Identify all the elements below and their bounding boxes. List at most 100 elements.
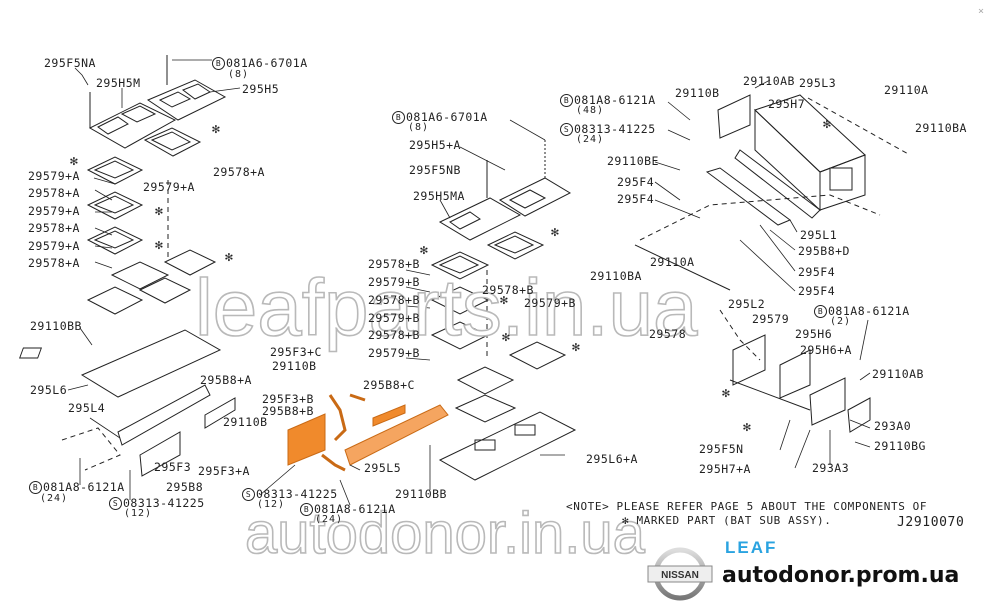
- part-label: 295F3+C: [270, 345, 322, 359]
- note-line-1: <NOTE> PLEASE REFER PAGE 5 ABOUT THE COM…: [566, 500, 928, 513]
- part-label: 29578+A: [28, 256, 80, 270]
- model-name: LEAF: [725, 538, 778, 557]
- screw-symbol-icon: S: [560, 123, 573, 136]
- part-label: 295L3: [799, 76, 837, 90]
- part-label: 295L1: [800, 228, 838, 242]
- bolt-symbol-icon: B: [392, 111, 405, 124]
- part-label: 295L2: [728, 297, 766, 311]
- orange-harness-parts: [287, 393, 449, 472]
- part-label: 295H5: [242, 82, 280, 96]
- module-stack-b: [430, 231, 567, 423]
- diagram-code: J2910070: [897, 515, 965, 530]
- marked-part-icon: ✻: [500, 293, 508, 308]
- screw-symbol-icon: S: [109, 497, 122, 510]
- part-label: 29110B: [272, 359, 317, 373]
- frame-295H5MA: [438, 177, 572, 241]
- part-label: 29110AB: [743, 74, 795, 88]
- part-label: 295F5NB: [409, 163, 461, 177]
- quantity: (12): [124, 508, 153, 519]
- part-label: 295F3: [154, 460, 192, 474]
- part-label: 295B8+C: [363, 378, 415, 392]
- frame-295H5M: [88, 102, 177, 149]
- tray-295L6: [19, 329, 222, 398]
- note-line-2: ✻ MARKED PART (BAT SUB ASSY).: [622, 514, 832, 527]
- part-label: 29579+A: [143, 180, 195, 194]
- part-label: 295B8+D: [798, 244, 850, 258]
- bolt-symbol-icon: B: [300, 503, 313, 516]
- part-label: 295F5N: [699, 442, 744, 456]
- leader-lines: [67, 59, 871, 506]
- quantity: (8): [228, 69, 250, 80]
- marked-part-icon: ✻: [212, 122, 220, 137]
- part-number: 081A8-6121A: [43, 480, 125, 494]
- bolt-symbol-icon: B: [814, 305, 827, 318]
- part-number: 081A6-6701A: [406, 110, 488, 124]
- part-label: 29110BG: [874, 439, 926, 453]
- bolt-symbol-icon: B: [212, 57, 225, 70]
- part-label: 29579+B: [524, 296, 576, 310]
- marked-part-icon: ✻: [722, 386, 730, 401]
- part-label: 295F3+A: [198, 464, 250, 478]
- part-label: 29110BE: [607, 154, 659, 168]
- part-label: 29579+B: [368, 346, 420, 360]
- part-label: 295F4: [798, 265, 836, 279]
- part-number: 08313-41225: [256, 487, 338, 501]
- part-label: 29110BB: [30, 319, 82, 333]
- close-icon[interactable]: ×: [978, 6, 985, 17]
- part-label: 295F4: [617, 192, 655, 206]
- part-label: 295F3+B: [262, 392, 314, 406]
- site-link[interactable]: autodonor.prom.ua: [722, 563, 960, 588]
- part-label: 29578+A: [28, 186, 80, 200]
- marked-part-icon: ✻: [502, 330, 510, 345]
- bolt-symbol-icon: B: [29, 481, 42, 494]
- marked-part-icon: ✻: [155, 204, 163, 219]
- part-number: 08313-41225: [123, 496, 205, 510]
- marked-part-icon: ✻: [743, 420, 751, 435]
- frame-295H5: [146, 79, 227, 121]
- part-label: 29578+B: [482, 283, 534, 297]
- part-label: 29110B: [675, 86, 720, 100]
- part-label: 29110A: [884, 83, 929, 97]
- end-plates-295H6: [732, 334, 871, 433]
- battery-block-295L1: [705, 94, 866, 226]
- tray-295L6A: [438, 411, 577, 481]
- part-label: 29578: [649, 327, 687, 341]
- part-label: 29578+B: [368, 257, 420, 271]
- part-label: 295H5+A: [409, 138, 461, 152]
- part-label: 293A3: [812, 461, 850, 475]
- part-label: 293A0: [874, 419, 912, 433]
- part-label: 29110AB: [872, 367, 924, 381]
- part-label: 295F4: [798, 284, 836, 298]
- part-label: 29110BB: [395, 487, 447, 501]
- part-label: 295B8+A: [200, 373, 252, 387]
- quantity: (48): [576, 105, 605, 116]
- part-label: 29578+A: [28, 221, 80, 235]
- marked-part-icon: ✻: [572, 340, 580, 355]
- marked-part-icon: ✻: [155, 238, 163, 253]
- marked-part-icon: ✻: [823, 117, 831, 132]
- part-label: 295B8: [166, 480, 204, 494]
- part-label: 29578+B: [368, 293, 420, 307]
- part-number: 081A8-6121A: [314, 502, 396, 516]
- part-label: 29578+B: [368, 328, 420, 342]
- marked-part-icon: ✻: [551, 225, 559, 240]
- part-number: 081A6-6701A: [226, 56, 308, 70]
- part-label: 29110B: [223, 415, 268, 429]
- part-label: 29579+A: [28, 239, 80, 253]
- part-number: 081A8-6121A: [828, 304, 910, 318]
- module-stack-a: [86, 127, 217, 315]
- nissan-logo-icon: NISSAN: [647, 547, 713, 601]
- part-label: 295H7: [768, 97, 806, 111]
- bracket-295L4: [117, 384, 236, 477]
- part-label: 295L6: [30, 383, 68, 397]
- part-label: 295H6: [795, 327, 833, 341]
- quantity: (24): [315, 514, 344, 525]
